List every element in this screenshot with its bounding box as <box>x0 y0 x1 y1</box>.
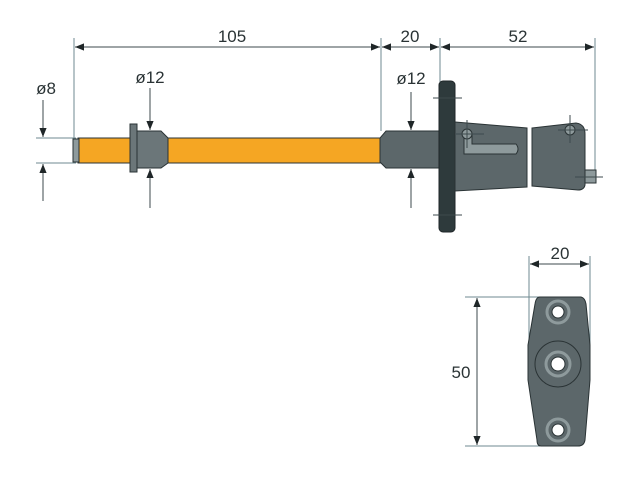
dim-52-label: 52 <box>509 27 528 46</box>
dim-12-shaft-label: ø12 <box>396 69 425 88</box>
dim-50-label: 50 <box>452 363 471 382</box>
shaft <box>379 130 442 169</box>
dim-20-width-label: 20 <box>551 244 570 263</box>
extension-lines <box>36 38 596 172</box>
dim-20-label: 20 <box>401 27 420 46</box>
diameter-12-shaft-dimension: ø12 <box>396 69 426 208</box>
rod-tip <box>72 138 80 163</box>
center-hole-icon <box>550 356 566 372</box>
dim-12-collar-label: ø12 <box>135 68 164 87</box>
diameter-12-collar-dimension: ø12 <box>135 68 165 208</box>
collar <box>129 123 169 173</box>
rod <box>77 137 383 164</box>
flange-plate <box>438 80 456 233</box>
length-dimensions: 105 20 52 <box>75 27 594 51</box>
handle-cap <box>531 122 586 191</box>
dim-105-label: 105 <box>218 27 246 46</box>
diameter-8-dimension: ø8 <box>36 79 56 201</box>
handle-body <box>454 121 528 192</box>
bayonet-slot <box>463 133 519 155</box>
end-view: 50 20 <box>452 244 591 447</box>
dim-8-label: ø8 <box>36 79 56 98</box>
